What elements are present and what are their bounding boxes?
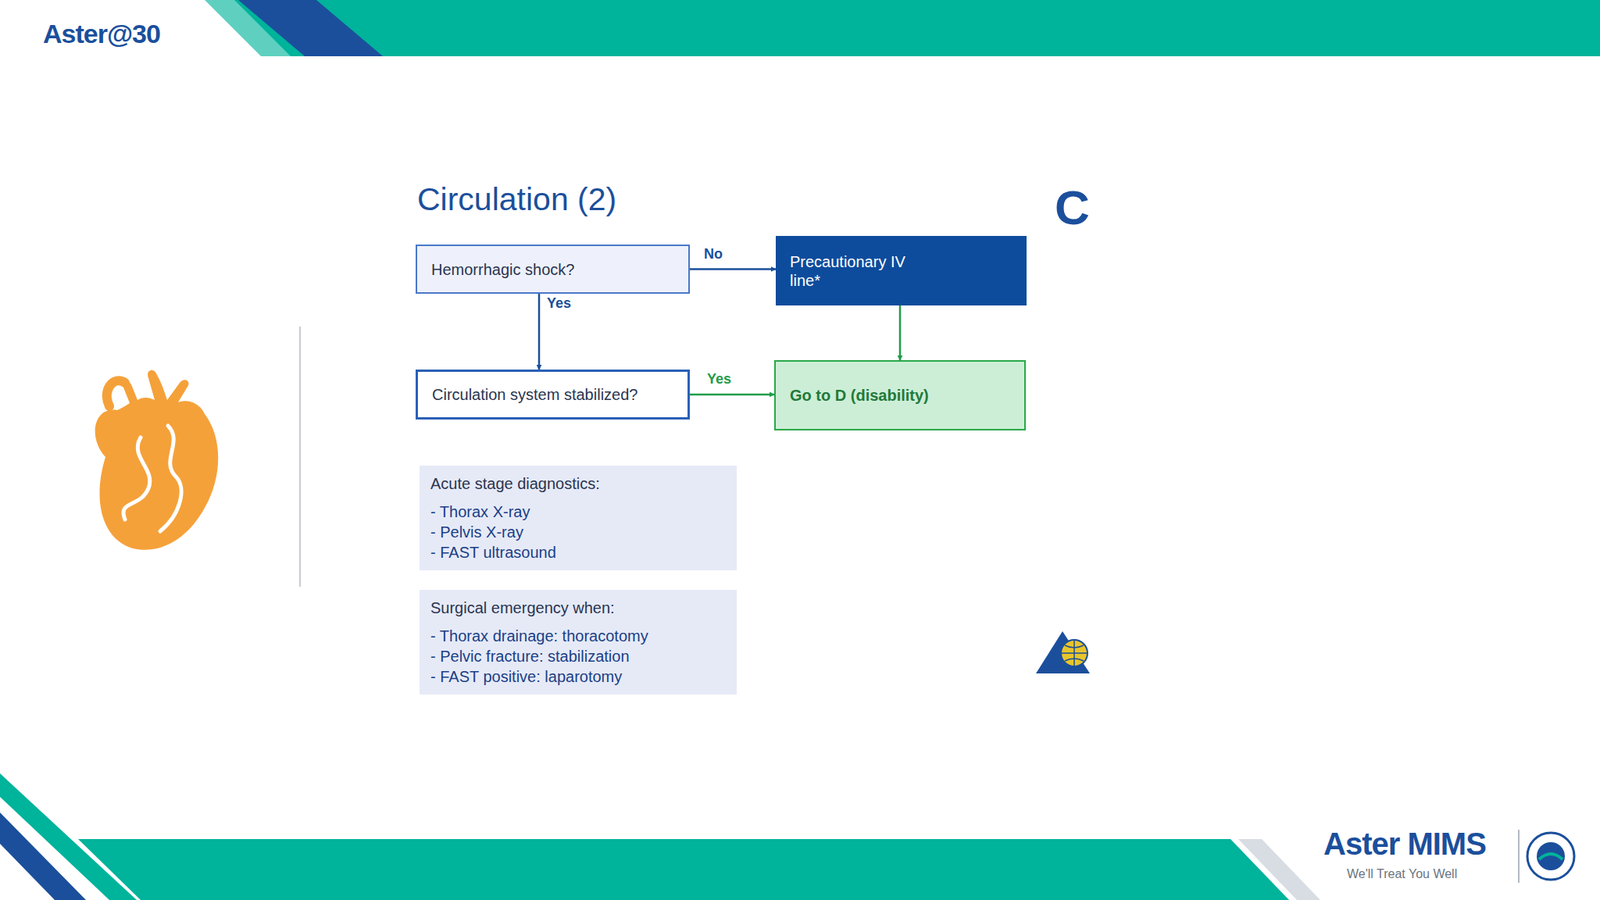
decision-box: Circulation system stabilized? [415,369,690,420]
flow-arrow [689,393,775,397]
edge-label: Yes [707,371,732,388]
info-box: Surgical emergency when: - Thorax drainag… [419,589,737,695]
logo-text: Aster MIMS [1323,826,1486,862]
logo-text: Aster@30 [42,18,161,50]
slide-title: Circulation (2) [417,181,617,218]
list-item: - Thorax drainage: thoracotomy [430,625,726,647]
logo-tagline: We'll Treat You Well [1346,867,1458,882]
top-banner [207,0,1600,57]
heart-illustration [95,370,219,550]
list-item: - Pelvic fracture: stabilization [430,646,726,667]
banner-stripe [0,773,137,900]
logo-emblem [1539,853,1563,860]
box-text: Precautionary IV line* [789,252,915,290]
decision-box: Hemorrhagic shock? [415,244,690,294]
box-text: Surgical emergency when: [430,597,726,618]
flow-arrow [899,305,902,361]
flow-arrow [538,293,541,370]
list-item: - Thorax X-ray [430,501,726,522]
list-item: - FAST positive: laparotomy [430,666,726,687]
list-item: - FAST ultrasound [430,542,726,563]
logo-emblem [1527,832,1575,880]
edge-label: No [703,246,723,263]
separator-line [299,326,301,587]
action-box: Precautionary IV line* [775,235,1027,306]
info-box: Acute stage diagnostics:- Thorax X-ray- … [419,465,737,571]
box-text: Go to D (disability) [789,385,1011,405]
box-text: Acute stage diagnostics: [430,473,726,494]
logo-divider [1517,829,1520,883]
flow-arrow [689,267,776,271]
box-text: Circulation system stabilized? [432,385,674,404]
logo-panel [1321,810,1600,900]
banner-stripe [1238,839,1321,900]
logo-emblem [1536,842,1565,871]
banner-stripe [238,0,383,57]
section-letter: C [1054,179,1090,236]
goto-box: Go to D (disability) [774,360,1026,431]
box-text: Hemorrhagic shock? [431,260,675,279]
bottom-banner [78,839,1290,900]
list-item: - Pelvis X-ray [430,521,726,543]
triangle-emblem [1035,631,1090,674]
edge-label: Yes [546,295,572,312]
banner-stripe [0,812,86,900]
